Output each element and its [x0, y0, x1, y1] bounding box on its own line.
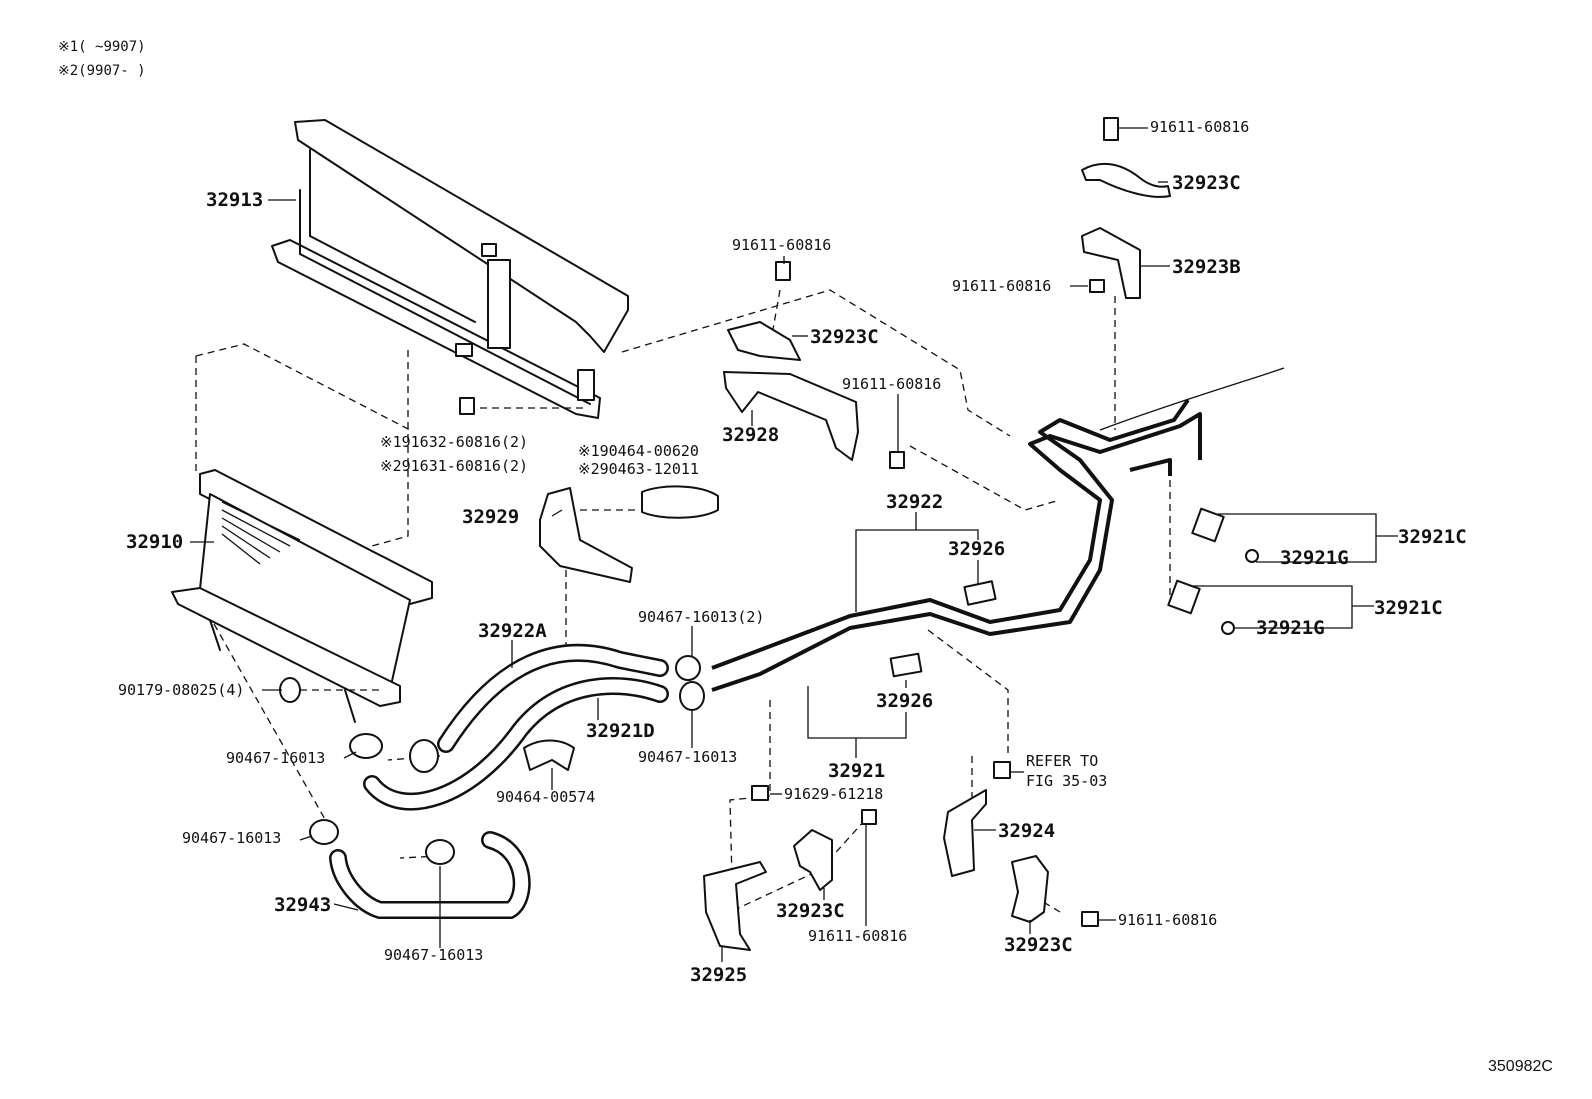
part-label-32921C-b[interactable]: 32921C: [1374, 597, 1443, 619]
part-label-32923C-mid[interactable]: 32923C: [810, 326, 879, 348]
small-parts: [279, 117, 1259, 951]
part-label-32921C-a[interactable]: 32921C: [1398, 526, 1467, 548]
diagram-code: 350982C: [1488, 1058, 1553, 1075]
part-label-91611-60816-e[interactable]: 91611-60816: [808, 927, 908, 945]
part-label-91629-61218[interactable]: 91629-61218: [784, 785, 884, 803]
header-note-1: ※1( ~9907): [58, 39, 146, 55]
label-leaders: [190, 127, 1398, 962]
part-label-32926-b[interactable]: 32926: [876, 690, 934, 712]
part-label-32921D[interactable]: 32921D: [586, 720, 655, 742]
part-label-32923C-br[interactable]: 32923C: [1004, 934, 1073, 956]
refer-to-line-1: REFER TO: [1026, 752, 1099, 770]
part-label-32923C-top[interactable]: 32923C: [1172, 172, 1241, 194]
metal-pipes: [711, 367, 1285, 692]
part-label-90463-12011[interactable]: ※290463-12011: [578, 460, 699, 478]
part-label-32923B[interactable]: 32923B: [1172, 256, 1241, 278]
part-label-32926-a[interactable]: 32926: [948, 538, 1006, 560]
part-label-90467-16013-c[interactable]: 90467-16013: [384, 946, 484, 964]
part-label-32929[interactable]: 32929: [462, 506, 520, 528]
part-label-90467-16013-d[interactable]: 90467-16013: [638, 748, 738, 766]
part-label-91611-60816-b[interactable]: 91611-60816: [952, 277, 1052, 295]
part-label-91611-60816-c[interactable]: 91611-60816: [732, 236, 832, 254]
header-note-2: ※2(9907- ): [58, 63, 146, 79]
part-label-90467-16013-2[interactable]: 90467-16013(2): [638, 608, 765, 626]
part-label-32922A[interactable]: 32922A: [478, 620, 547, 642]
support-bracket-32913: [271, 119, 629, 419]
part-label-32921[interactable]: 32921: [828, 760, 886, 782]
oil-cooler-32910: [171, 469, 433, 723]
part-label-32913[interactable]: 32913: [206, 189, 264, 211]
part-label-32921G-b[interactable]: 32921G: [1256, 617, 1325, 639]
part-label-32943[interactable]: 32943: [274, 894, 332, 916]
part-label-32928[interactable]: 32928: [722, 424, 780, 446]
part-label-90464-00620[interactable]: ※190464-00620: [578, 442, 699, 460]
part-label-32923C-low[interactable]: 32923C: [776, 900, 845, 922]
part-label-91611-60816-d[interactable]: 91611-60816: [842, 375, 942, 393]
part-label-32922[interactable]: 32922: [886, 491, 944, 513]
part-label-32910[interactable]: 32910: [126, 531, 184, 553]
part-label-90464-00574[interactable]: 90464-00574: [496, 788, 596, 806]
rubber-hoses: [329, 643, 669, 919]
part-label-91632-60816[interactable]: ※191632-60816(2): [380, 433, 529, 451]
part-label-91611-60816-f[interactable]: 91611-60816: [1118, 911, 1218, 929]
part-label-32925[interactable]: 32925: [690, 964, 748, 986]
part-label-90179-08025[interactable]: 90179-08025(4): [118, 681, 245, 699]
part-label-91631-60816[interactable]: ※291631-60816(2): [380, 457, 529, 475]
part-label-90467-16013-a[interactable]: 90467-16013: [226, 749, 326, 767]
part-label-91611-60816-top[interactable]: 91611-60816: [1150, 118, 1250, 136]
part-label-32924[interactable]: 32924: [998, 820, 1056, 842]
refer-to-line-2[interactable]: FIG 35-03: [1026, 772, 1108, 790]
part-label-32921G-a[interactable]: 32921G: [1280, 547, 1349, 569]
part-label-90467-16013-b[interactable]: 90467-16013: [182, 829, 282, 847]
